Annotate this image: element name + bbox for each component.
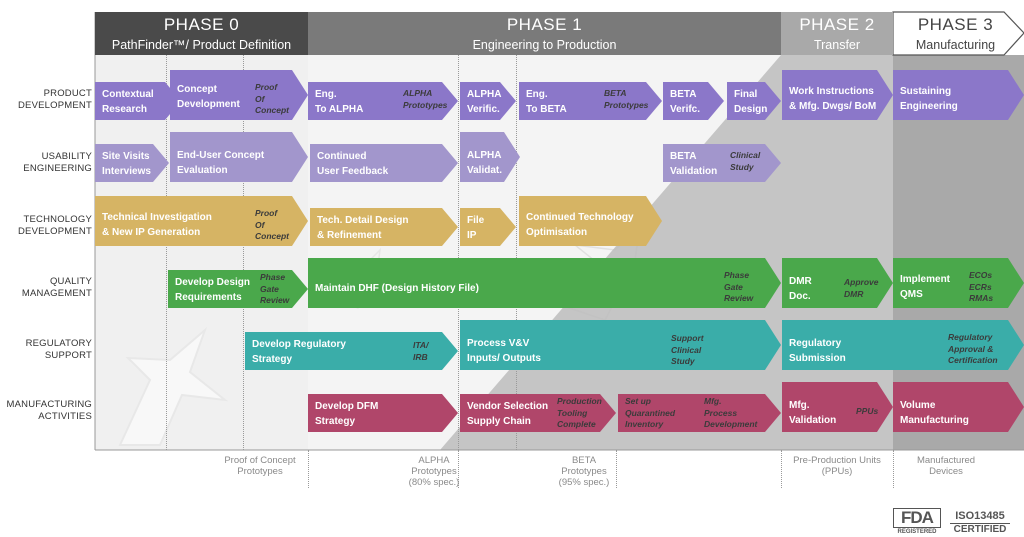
milestone-note: Clinical Study [730, 150, 761, 172]
fda-logo: FDA [893, 508, 941, 528]
activity-tech-detail-design: Tech. Detail Design & Refinement [310, 208, 458, 246]
milestone-note: Phase Gate Review [724, 270, 754, 303]
phase-3-header: PHASE 3 Manufacturing [893, 12, 1018, 55]
activity-process-vv: Process V&V Inputs/ Outputs Support Clin… [460, 320, 781, 370]
footer-beta-prototypes: BETA Prototypes (95% spec.) [558, 455, 610, 488]
activity-maintain-dhf: Maintain DHF (Design History File) Phase… [308, 258, 781, 308]
activity-volume-manufacturing: Volume Manufacturing [893, 382, 1024, 432]
milestone-note: Phase Gate Review [260, 272, 290, 305]
phase-title: PHASE 2 [799, 15, 875, 34]
divider-line [243, 55, 244, 450]
footer-pre-production-units: Pre-Production Units (PPUs) [793, 455, 881, 477]
activity-set-up-quarantined-inventory: Set up Quarantined Inventory Mfg. Proces… [618, 394, 781, 432]
activity-continued-technology-optimisation: Continued Technology Optimisation [519, 196, 662, 246]
activity-dmr-doc: DMR Doc. Approve DMR [782, 258, 893, 308]
milestone-note: Support Clinical Study [671, 333, 704, 366]
milestone-note: Mfg. Process Development [704, 396, 758, 429]
activity-end-user-concept-evaluation: End-User Concept Evaluation [170, 132, 308, 182]
milestone-note: ECOs ECRs RMAs [969, 270, 994, 303]
activity-continued-user-feedback: Continued User Feedback [310, 144, 458, 182]
phase-2-header: PHASE 2 Transfer [781, 12, 893, 55]
activity-eng-to-beta: Eng. To BETA BETA Prototypes [519, 82, 662, 120]
phase-title: PHASE 3 [917, 15, 994, 34]
activity-vendor-selection: Vendor Selection Supply Chain Production… [460, 394, 616, 432]
iso-certified-badge: ISO13485 CERTIFIED [950, 510, 1010, 536]
row-label-quality-management: QUALITY MANAGEMENT [21, 276, 92, 299]
activity-concept-development: Concept Development Proof Of Concept [170, 70, 308, 120]
divider-line [458, 450, 459, 488]
activity-sustaining-engineering: Sustaining Engineering [893, 70, 1024, 120]
phase-subtitle: Engineering to Production [472, 38, 617, 52]
divider-line [166, 55, 167, 450]
row-label-usability-engineering: USABILITY ENGINEERING [23, 151, 92, 174]
milestone-note: BETA Prototypes [604, 88, 649, 110]
fda-caption: REGISTERED [897, 529, 937, 535]
milestone-note: ALPHA Prototypes [403, 88, 448, 110]
milestone-note: Production Tooling Complete [557, 396, 602, 429]
phase-subtitle: Transfer [813, 38, 861, 52]
divider-line [516, 55, 517, 450]
milestone-note: Proof Of Concept [255, 208, 289, 241]
divider-line [458, 55, 459, 450]
phase-subtitle: Manufacturing [915, 38, 996, 52]
divider-line [893, 450, 894, 488]
activity-develop-dfm-strategy: Develop DFM Strategy [308, 394, 458, 432]
activity-develop-design-requirements: Develop Design Requirements Phase Gate R… [168, 270, 308, 308]
phase-subtitle: PathFinder™/ Product Definition [111, 38, 292, 52]
milestone-note: Set up Quarantined Inventory [625, 396, 676, 429]
phase-1-header: PHASE 1 Engineering to Production [308, 12, 781, 55]
divider-line [308, 450, 309, 488]
activity-technical-investigation: Technical Investigation & New IP Generat… [95, 196, 308, 246]
footer-alpha-prototypes: ALPHA Prototypes (80% spec.) [408, 455, 460, 488]
milestone-note: PPUs [856, 406, 879, 416]
activity-eng-to-alpha: Eng. To ALPHA ALPHA Prototypes [308, 82, 458, 120]
row-label-manufacturing-activities: MANUFACTURING ACTIVITIES [6, 399, 92, 422]
milestone-note: Proof Of Concept [255, 82, 289, 115]
activity-work-instructions: Work Instructions & Mfg. Dwgs/ BoM [782, 70, 893, 120]
activity-implement-qms: Implement QMS ECOs ECRs RMAs [893, 258, 1024, 308]
activity-regulatory-submission: Regulatory Submission Regulatory Approva… [782, 320, 1024, 370]
footer-proof-of-concept: Proof of Concept Prototypes [224, 455, 296, 477]
activity-beta-validation: BETA Validation Clinical Study [663, 144, 781, 182]
activity-develop-regulatory-strategy: Develop Regulatory Strategy ITA/ IRB [245, 332, 458, 370]
iso-logo: ISO13485 [950, 510, 1010, 524]
activity-site-visits: Site Visits Interviews [95, 144, 169, 182]
milestone-note: ITA/ IRB [413, 340, 429, 362]
activity-contextual-research: Contextual Research [95, 82, 181, 120]
row-label-product-development: PRODUCT DEVELOPMENT [18, 88, 92, 111]
row-label-technology-development: TECHNOLOGY DEVELOPMENT [18, 214, 92, 237]
iso-caption: CERTIFIED [953, 524, 1007, 535]
fda-registered-badge: FDA REGISTERED [893, 508, 941, 536]
phase-title: PHASE 0 [163, 15, 240, 34]
activity-mfg-validation: Mfg. Validation PPUs [782, 382, 893, 432]
footer-manufactured-devices: Manufactured Devices [916, 455, 976, 477]
phase3-header-arrow [892, 11, 1024, 56]
divider-line [781, 450, 782, 488]
milestone-note: Approve DMR [844, 277, 879, 299]
row-label-regulatory-support: REGULATORY SUPPORT [25, 338, 92, 361]
phase-title: PHASE 1 [506, 15, 583, 34]
phase-0-header: PHASE 0 PathFinder™/ Product Definition [95, 12, 308, 55]
milestone-note: Regulatory Approval & Certification [948, 332, 998, 365]
divider-line [616, 450, 617, 488]
